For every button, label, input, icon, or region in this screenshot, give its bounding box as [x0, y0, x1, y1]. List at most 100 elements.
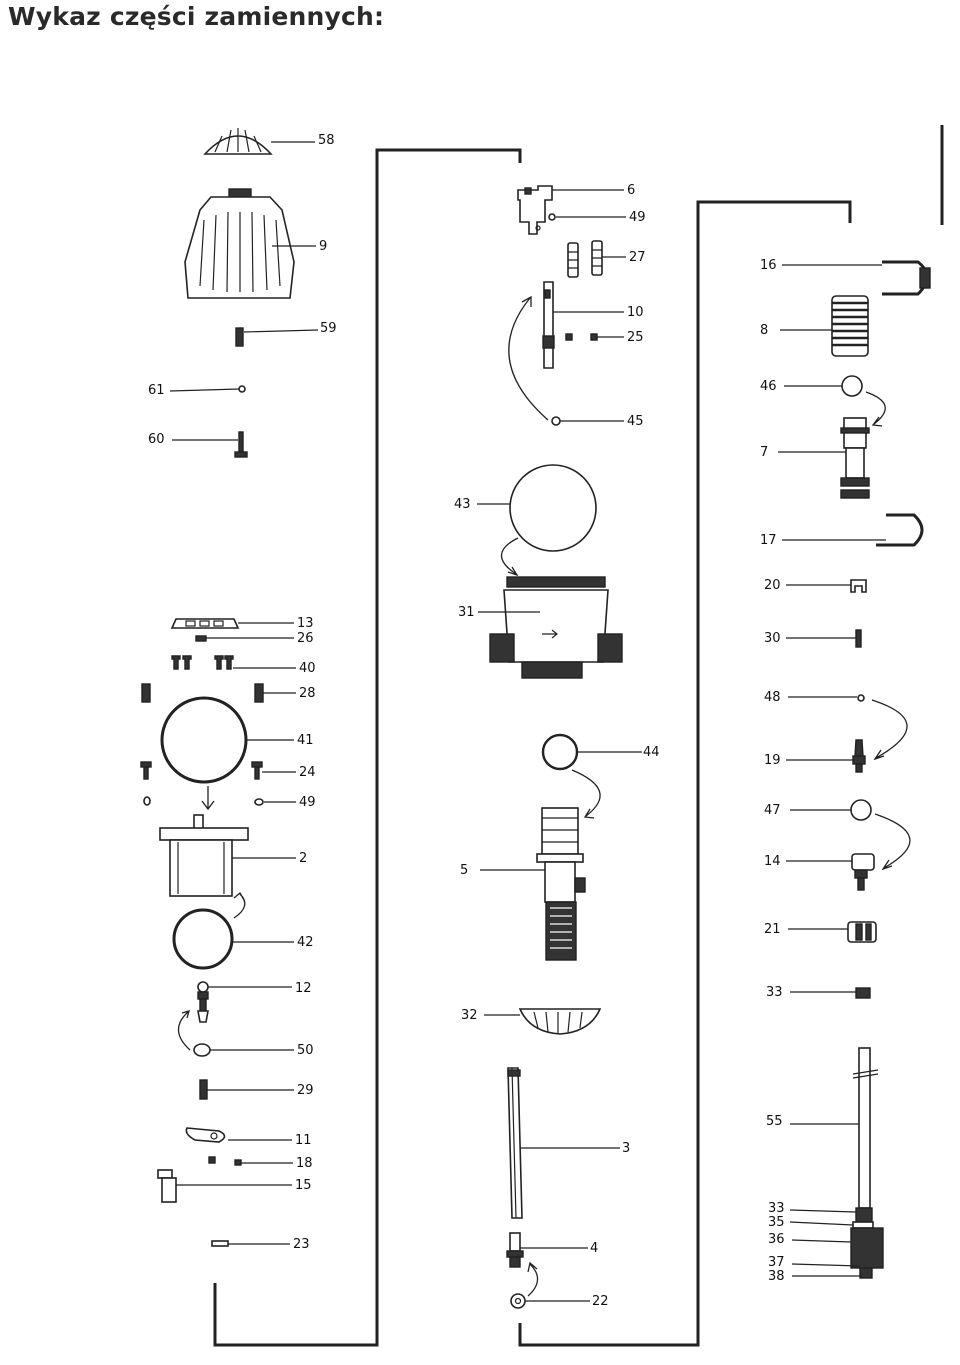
part-7-nozzle: 7 — [760, 417, 870, 499]
part-45-oring: 45 — [551, 414, 644, 429]
label-45: 45 — [627, 414, 644, 429]
label-26: 26 — [297, 631, 314, 646]
part-55-rod-assembly: 55 33 35 36 37 38 — [766, 1047, 884, 1284]
label-17: 17 — [760, 533, 777, 548]
label-35: 35 — [768, 1215, 785, 1230]
part-48-oring: 48 — [764, 690, 865, 705]
part-27-springs: 27 — [567, 240, 646, 278]
part-47-oring: 47 — [764, 799, 872, 821]
label-28: 28 — [299, 686, 316, 701]
part-15-valve: 15 — [157, 1169, 312, 1203]
label-15: 15 — [295, 1178, 312, 1193]
label-16: 16 — [760, 258, 777, 273]
part-11-lever: 11 — [185, 1127, 312, 1148]
label-2: 2 — [299, 851, 307, 866]
label-7: 7 — [760, 445, 768, 460]
label-27: 27 — [629, 250, 646, 265]
part-40-screws: 40 — [171, 655, 316, 676]
part-25-nuts: 25 — [565, 330, 644, 345]
part-59-spring: 59 — [235, 321, 337, 347]
part-28-springs: 28 — [141, 683, 316, 703]
label-18-left: 18 — [296, 1156, 313, 1171]
label-4: 4 — [590, 1241, 598, 1256]
curved-arrow-icon — [177, 1010, 191, 1051]
part-43-gasket: 43 — [454, 464, 597, 552]
part-18-nuts: 18 — [208, 1156, 313, 1171]
part-32-bowl: 32 — [461, 1008, 602, 1035]
part-60-screw: 60 — [148, 431, 248, 458]
curved-arrow-icon — [500, 537, 519, 577]
frame-lines — [213, 125, 944, 1347]
label-42: 42 — [297, 935, 314, 950]
label-33-lower: 33 — [768, 1201, 785, 1216]
label-6: 6 — [627, 183, 635, 198]
label-20: 20 — [764, 578, 781, 593]
part-26-pin: 26 — [195, 631, 314, 646]
label-21: 21 — [764, 922, 781, 937]
label-49-left: 49 — [299, 795, 316, 810]
label-29: 29 — [297, 1083, 314, 1098]
part-8-screen: 8 — [760, 295, 869, 357]
arrow-down-icon — [201, 786, 215, 811]
curved-arrow-icon — [874, 813, 911, 871]
label-9: 9 — [319, 239, 327, 254]
part-17-clip: 17 — [760, 513, 924, 548]
label-24: 24 — [299, 765, 316, 780]
part-9-housing: 9 — [184, 188, 327, 299]
part-2-chamber: 2 — [159, 814, 307, 897]
curved-arrow-icon — [527, 1261, 539, 1297]
part-58-cap: 58 — [203, 128, 335, 155]
part-4-valve: 4 — [506, 1232, 598, 1268]
label-58: 58 — [318, 133, 335, 148]
label-38: 38 — [768, 1269, 785, 1284]
part-31-body: 31 — [458, 576, 623, 679]
part-6-clip: 6 — [517, 183, 635, 235]
label-47: 47 — [764, 803, 781, 818]
curved-arrow-icon — [233, 892, 246, 919]
part-30-pin: 30 — [764, 629, 862, 648]
label-22: 22 — [592, 1294, 609, 1309]
label-13: 13 — [297, 616, 314, 631]
label-59: 59 — [320, 321, 337, 336]
part-14-valve: 14 — [764, 853, 875, 891]
label-41: 41 — [297, 733, 314, 748]
part-42-ring: 42 — [172, 908, 314, 970]
page-title: Wykaz części zamiennych: — [8, 2, 385, 31]
curved-arrow-icon — [508, 295, 549, 421]
label-30: 30 — [764, 631, 781, 646]
part-44-oring: 44 — [541, 733, 660, 771]
label-10: 10 — [627, 305, 644, 320]
part-20-clip: 20 — [764, 578, 867, 593]
part-49-washers-left: 49 — [143, 795, 316, 810]
curved-arrow-icon — [571, 769, 601, 819]
part-29-spring: 29 — [199, 1079, 314, 1100]
label-50: 50 — [297, 1043, 314, 1058]
part-13-bracket: 13 — [170, 616, 314, 631]
label-5: 5 — [460, 863, 468, 878]
part-50-oring: 50 — [193, 1043, 314, 1058]
label-60: 60 — [148, 432, 165, 447]
label-14: 14 — [764, 854, 781, 869]
label-61: 61 — [148, 383, 165, 398]
part-5-cartridge: 5 — [460, 807, 586, 961]
label-19: 19 — [764, 753, 781, 768]
part-46-oring: 46 — [760, 375, 863, 397]
label-12: 12 — [295, 981, 312, 996]
label-37: 37 — [768, 1255, 785, 1270]
part-23-pin: 23 — [211, 1237, 310, 1252]
part-16-bracket: 16 — [760, 258, 931, 296]
label-3: 3 — [622, 1141, 630, 1156]
curved-arrow-icon — [871, 699, 908, 761]
part-21-plug: 21 — [764, 921, 877, 943]
part-3-tube: 3 — [507, 1067, 630, 1219]
label-11: 11 — [295, 1133, 312, 1148]
label-32: 32 — [461, 1008, 478, 1023]
label-25: 25 — [627, 330, 644, 345]
label-55: 55 — [766, 1114, 783, 1129]
label-31: 31 — [458, 605, 475, 620]
label-36: 36 — [768, 1232, 785, 1247]
label-33-upper: 33 — [766, 985, 783, 1000]
part-12-valve: 12 — [197, 981, 312, 1023]
label-43: 43 — [454, 497, 471, 512]
